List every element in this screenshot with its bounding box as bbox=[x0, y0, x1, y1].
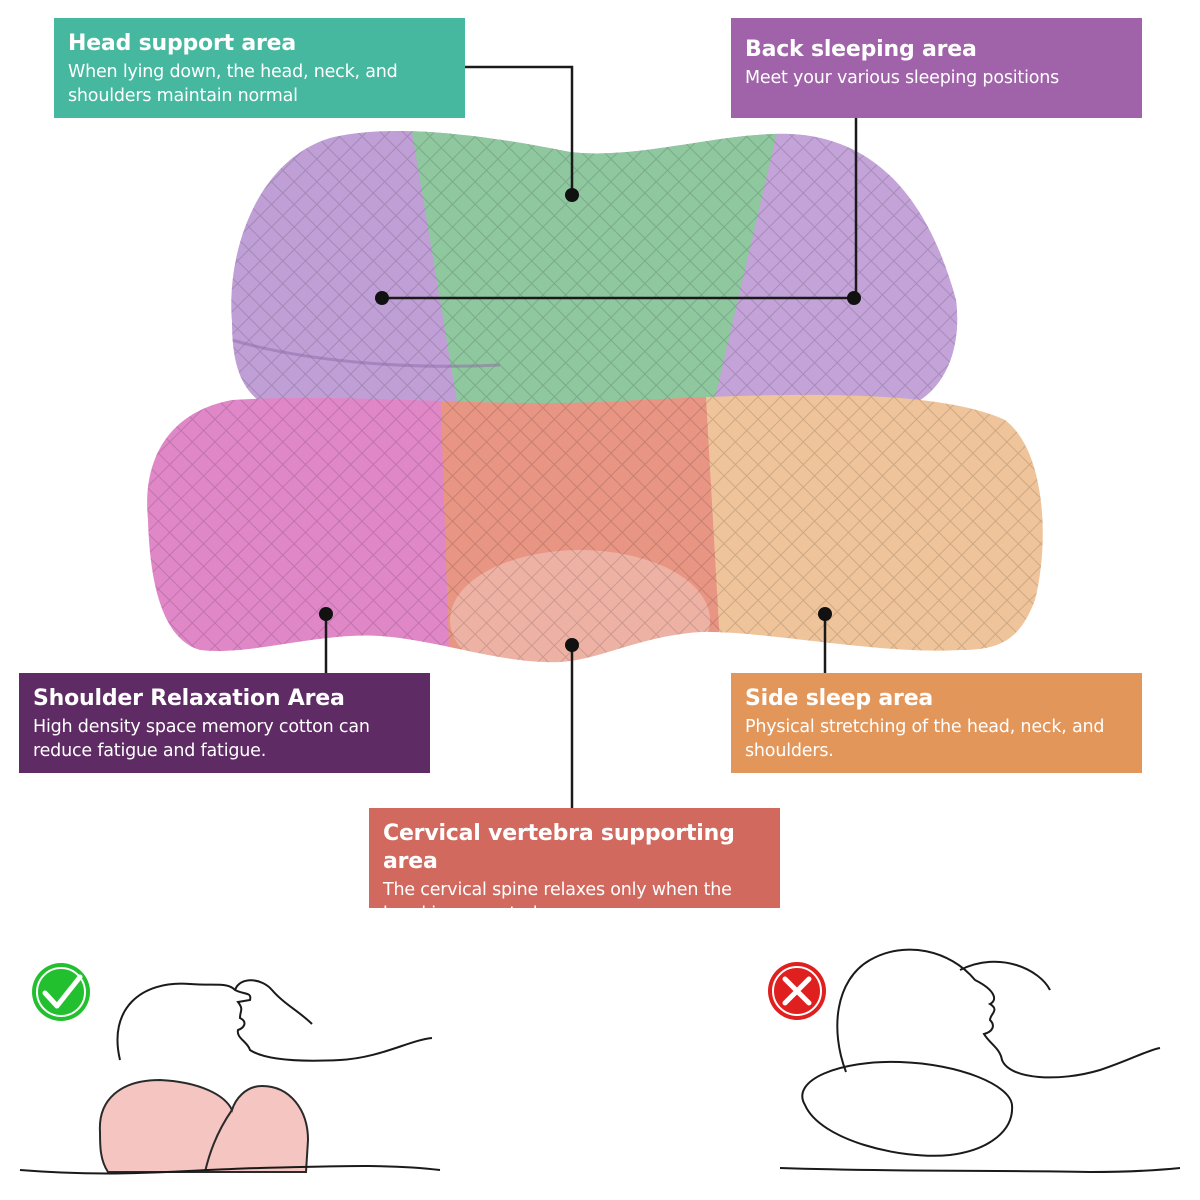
incorrect-posture-illustration bbox=[768, 948, 1181, 1174]
callout-description: The cervical spine relaxes only when the… bbox=[383, 880, 732, 908]
callout-title: Shoulder Relaxation Area bbox=[33, 686, 345, 711]
callout-shoulder-relaxation: Shoulder Relaxation Area High density sp… bbox=[19, 673, 430, 773]
correct-mattress-line bbox=[19, 1165, 441, 1175]
cross-icon bbox=[768, 962, 826, 1020]
correct-pillow bbox=[98, 1078, 310, 1173]
incorrect-mattress-line bbox=[779, 1167, 1181, 1174]
callout-title: Cervical vertebra supporting area bbox=[383, 821, 735, 874]
callout-cervical-support: Cervical vertebra supporting area The ce… bbox=[369, 808, 780, 908]
dot-back-right bbox=[847, 291, 861, 305]
incorrect-pillow bbox=[801, 1060, 1014, 1157]
callout-title: Head support area bbox=[68, 31, 297, 56]
callout-side-sleep: Side sleep area Physical stretching of t… bbox=[731, 673, 1142, 773]
dot-cervical bbox=[565, 638, 579, 652]
dot-side bbox=[818, 607, 832, 621]
leader-dots bbox=[319, 188, 861, 652]
callout-title: Side sleep area bbox=[745, 686, 934, 711]
callout-title: Back sleeping area bbox=[745, 37, 977, 62]
leader-head bbox=[465, 65, 574, 195]
correct-posture-illustration bbox=[19, 963, 441, 1175]
callout-description: Meet your various sleeping positions bbox=[745, 68, 1060, 88]
incorrect-head-outline bbox=[836, 948, 1161, 1079]
pillow-top bbox=[231, 130, 958, 412]
callout-description: High density space memory cotton can red… bbox=[33, 717, 370, 761]
callout-back-sleeping: Back sleeping area Meet your various sle… bbox=[731, 18, 1142, 118]
check-icon bbox=[32, 963, 90, 1021]
dot-shoulder bbox=[319, 607, 333, 621]
callout-head-support: Head support area When lying down, the h… bbox=[54, 18, 465, 118]
callout-description: Physical stretching of the head, neck, a… bbox=[745, 717, 1105, 761]
pillow-bottom bbox=[147, 394, 1043, 663]
dot-back-left bbox=[375, 291, 389, 305]
correct-head-outline bbox=[116, 982, 433, 1062]
callout-description: When lying down, the head, neck, and sho… bbox=[68, 62, 398, 106]
dot-head bbox=[565, 188, 579, 202]
